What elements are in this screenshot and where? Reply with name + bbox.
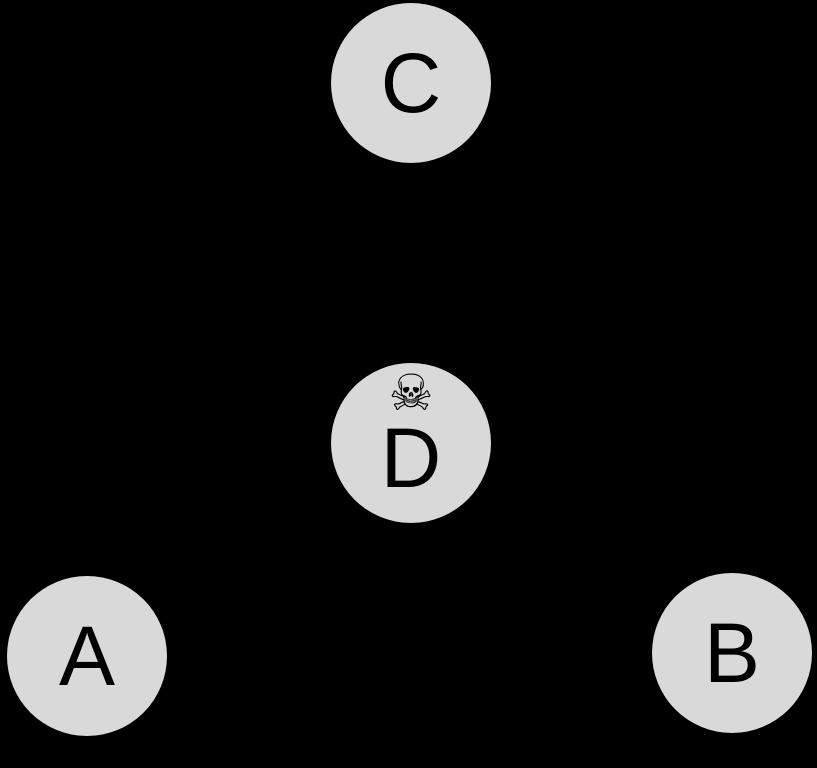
node-d-label: D: [380, 410, 442, 505]
node-c-label: C: [380, 36, 442, 130]
node-a: A: [7, 576, 167, 736]
node-a-label: A: [58, 609, 116, 703]
node-d: ☠ D: [331, 363, 491, 523]
skull-crossbones-icon: ☠: [388, 364, 434, 422]
node-c: C: [331, 3, 491, 163]
node-b-label: B: [703, 606, 761, 700]
node-b: B: [652, 573, 812, 733]
